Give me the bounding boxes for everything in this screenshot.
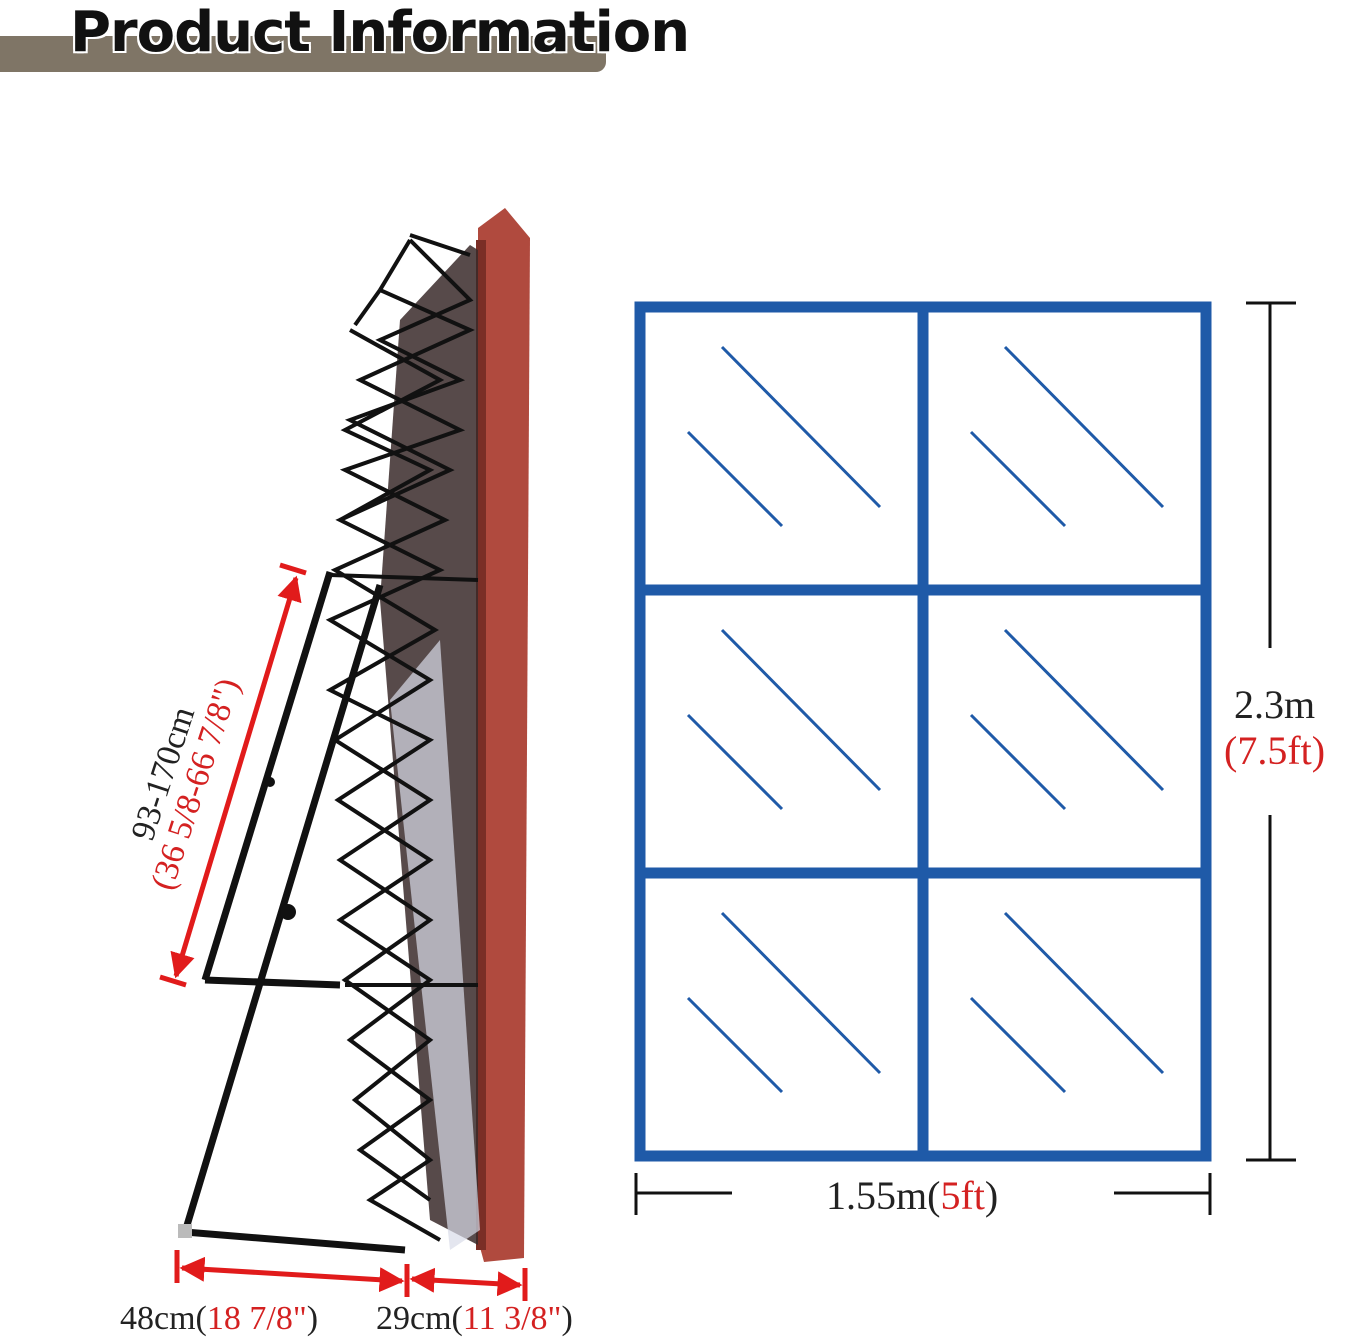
height-metric: 2.3m [1233, 682, 1316, 727]
glass-reflection-icon [686, 713, 784, 811]
glass-reflection-icon [969, 713, 1067, 811]
scissor-frame [325, 233, 479, 1242]
width-metric: 1.55m [826, 1173, 928, 1218]
width-close: ) [984, 1173, 999, 1218]
front-view-grid [634, 301, 1212, 1162]
side-view-frame [178, 208, 530, 1262]
page-title: Product Information [70, 0, 690, 65]
depth-right-arrow [409, 1267, 523, 1297]
depth-left-arrow [179, 1256, 405, 1293]
glass-reflection-icon [1003, 911, 1165, 1075]
depth-left-label: 48cm(18 7/8") [120, 1300, 318, 1338]
depth-left-open: ( [195, 1300, 207, 1337]
glass-reflection-icon [969, 996, 1067, 1094]
glass-reflection-icon [686, 996, 784, 1094]
side-dimension-lines [159, 562, 528, 1301]
depth-right-imperial: 11 3/8" [462, 1300, 562, 1337]
glass-reflection-icon [686, 430, 784, 528]
glass-reflection-icon [969, 430, 1067, 528]
width-open: ( [927, 1173, 941, 1218]
glass-reflection-icon [720, 345, 882, 509]
front-dimension-lines [634, 301, 1296, 1215]
leg-length-arrow [170, 575, 302, 979]
depth-right-metric: 29cm [376, 1300, 452, 1337]
depth-left-metric: 48cm [120, 1300, 196, 1337]
glass-reflection-icon [720, 628, 882, 792]
fabric-cover [478, 208, 530, 1262]
depth-left-imperial: 18 7/8" [206, 1300, 307, 1337]
height-imperial: (7.5ft) [1224, 728, 1326, 773]
height-label: 2.3m (7.5ft) [1224, 682, 1325, 774]
depth-right-open: ( [451, 1300, 463, 1337]
depth-right-close: ) [561, 1300, 573, 1337]
depth-left-close: ) [306, 1300, 319, 1337]
depth-right-label: 29cm(11 3/8") [376, 1300, 573, 1338]
width-label: 1.55m(5ft) [826, 1172, 998, 1219]
title-banner [0, 36, 606, 72]
width-imperial: 5ft [940, 1173, 985, 1218]
glass-reflection-icon [720, 911, 882, 1075]
glass-reflection-icon [1003, 628, 1165, 792]
glass-reflection-icon [1003, 345, 1165, 509]
